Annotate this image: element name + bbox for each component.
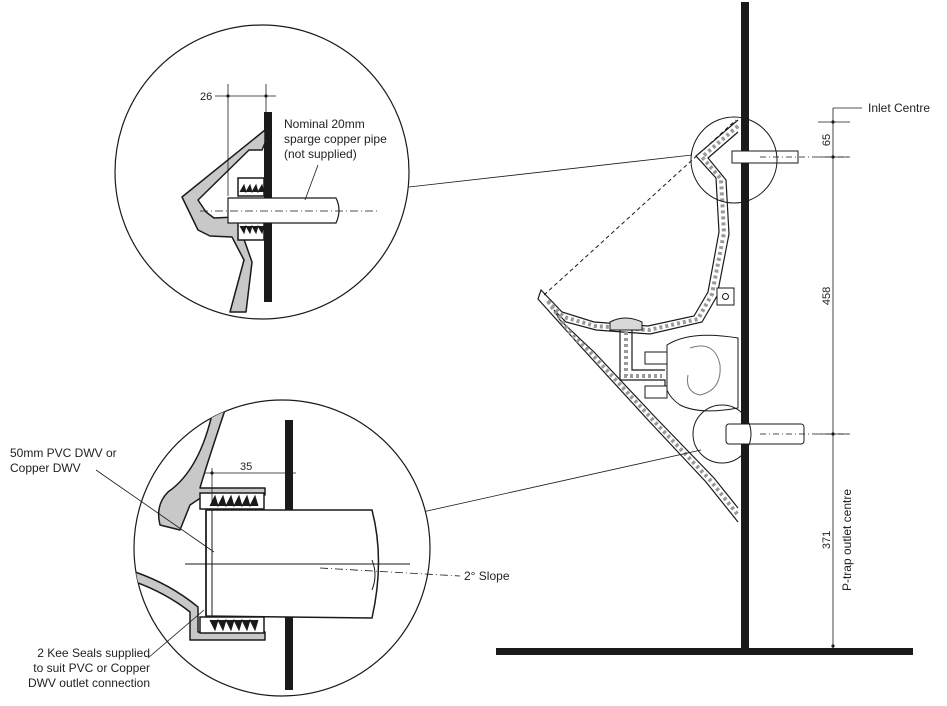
floor xyxy=(496,648,913,655)
detail-fixture-upper xyxy=(157,409,266,531)
connector-top xyxy=(408,154,693,188)
dim-inlet-to-top: 65 xyxy=(821,134,833,146)
kee-seal-label-3: DWV outlet connection xyxy=(28,676,150,690)
inlet-centre-label: Inlet Centre xyxy=(868,101,930,115)
trap-body xyxy=(666,334,739,412)
urinal-outline-inner xyxy=(553,131,739,509)
detail-sparge-pipe xyxy=(227,197,340,224)
bracket-hole xyxy=(722,293,729,300)
outlet-detail-marker xyxy=(692,404,752,464)
wall xyxy=(741,2,749,650)
pvc-label-2: Copper DWV xyxy=(10,461,81,475)
waste-grate xyxy=(609,317,643,331)
main-dimensions: 65 458 371 P-trap outlet centre Inlet Ce… xyxy=(818,101,930,648)
outlet-detail-view: 2° Slope 35 50mm PVC DWV or Copper DWV 2… xyxy=(10,399,510,697)
main-side-view xyxy=(496,2,913,655)
dim-outlet-to-floor: 371 xyxy=(821,531,833,549)
inlet-detail-view: 26 Nominal 20mm sparge copper pipe (not … xyxy=(114,24,410,320)
urinal-outline-outer xyxy=(537,119,739,523)
trap-seal-top xyxy=(644,351,668,365)
connector-bottom xyxy=(417,449,702,514)
pvc-label-1: 50mm PVC DWV or xyxy=(10,446,117,460)
kee-seal-label-1: 2 Kee Seals supplied xyxy=(37,646,150,660)
dim-inlet-offset: 26 xyxy=(200,91,212,103)
dim-inlet-to-outlet: 458 xyxy=(821,287,833,305)
urinal-hatch xyxy=(545,124,740,517)
inlet-detail-marker xyxy=(690,116,778,204)
ptrap-outlet-centre-label: P-trap outlet centre xyxy=(840,489,854,591)
sparge-pipe-label-3: (not supplied) xyxy=(284,147,357,161)
trap-curve xyxy=(687,345,721,396)
bracket xyxy=(716,287,735,306)
slope-label: 2° Slope xyxy=(464,569,510,583)
rim-line xyxy=(543,119,737,296)
sparge-pipe-label-2: sparge copper pipe xyxy=(284,132,387,146)
detail-fixture-lower xyxy=(134,571,266,641)
dim-outlet-offset: 35 xyxy=(240,461,252,473)
trap-hatch xyxy=(624,332,662,378)
kee-seal-label-2: to suit PVC or Copper xyxy=(33,661,150,675)
sparge-pipe-label-1: Nominal 20mm xyxy=(284,117,365,131)
trap-seal-bottom xyxy=(644,385,668,399)
